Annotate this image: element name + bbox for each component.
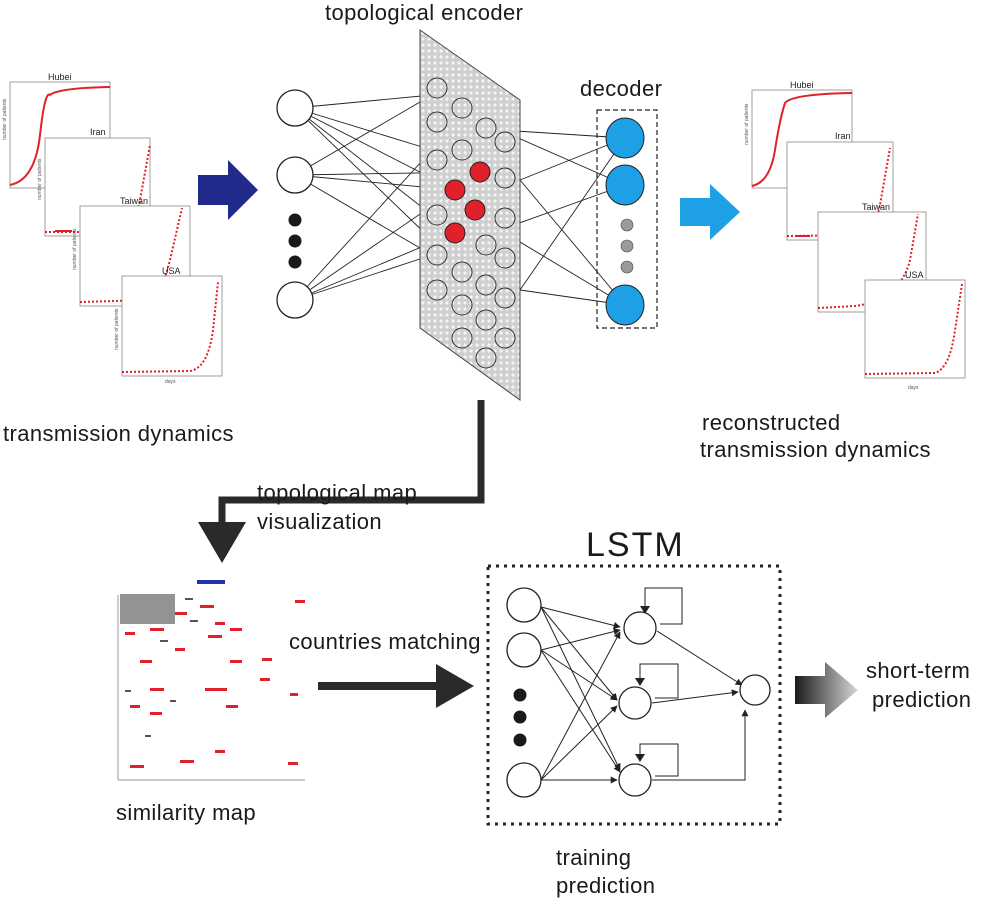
plot-title: Hubei xyxy=(790,80,814,90)
plot-ylabel: number of patients xyxy=(72,228,78,270)
active-neurons xyxy=(444,161,491,244)
similarity-map-plot xyxy=(117,580,305,781)
plot-title: Taiwan xyxy=(862,202,890,212)
down-arrow-icon xyxy=(198,522,246,563)
output-plot-stack: Hubei number of patients Iran Taiwan USA… xyxy=(744,80,966,391)
input-neurons xyxy=(276,89,314,319)
plot-title: USA xyxy=(905,270,924,280)
right-arrow-icon xyxy=(436,664,474,708)
input-caption: transmission dynamics xyxy=(3,421,234,446)
plot-xlabel: days xyxy=(908,385,919,391)
plot-title: USA xyxy=(162,266,181,276)
matching-arrow-shaft xyxy=(318,682,438,690)
loop-arrowheads xyxy=(635,606,650,762)
right-arrow-icon xyxy=(680,184,740,240)
matching-label: countries matching xyxy=(289,629,481,654)
plot-ylabel: number of patients xyxy=(744,103,750,145)
encoder-plane xyxy=(419,29,521,401)
right-arrow-icon xyxy=(198,160,258,220)
lstm-recurrent-loops xyxy=(639,587,683,777)
plot-ylabel: number of patients xyxy=(114,308,120,350)
map-connector-line xyxy=(218,400,485,525)
plot-ylabel: number of patients xyxy=(2,98,8,140)
plot-title: Iran xyxy=(90,127,106,137)
prediction-label: prediction xyxy=(556,873,656,898)
encoder-label: topological encoder xyxy=(325,0,524,25)
lstm-neurons xyxy=(506,587,771,798)
map-label-line2: visualization xyxy=(257,509,383,534)
input-plot-stack: Hubei number of patients Iran number of … xyxy=(2,72,223,385)
output-plot-usa: USA days xyxy=(864,270,966,391)
plot-title: Taiwan xyxy=(120,196,148,206)
plot-ylabel: number of patients xyxy=(37,158,43,200)
plot-title: Hubei xyxy=(48,72,72,82)
short-term-label-line2: prediction xyxy=(872,687,972,712)
lstm-ellipsis-dots xyxy=(513,688,527,747)
plot-xlabel: days xyxy=(165,379,176,385)
lstm-title: LSTM xyxy=(586,526,685,564)
lstm-connections xyxy=(540,606,743,784)
plot-title: Iran xyxy=(835,131,851,141)
output-caption-line2: transmission dynamics xyxy=(700,437,931,462)
input-plot-usa: USA number of patients days xyxy=(114,266,223,385)
decoder-box xyxy=(596,109,658,329)
lstm-box xyxy=(486,564,782,826)
training-label: training xyxy=(556,845,632,870)
map-label-line1: topological map xyxy=(257,480,418,505)
similarity-label: similarity map xyxy=(116,800,257,825)
short-term-label-line1: short-term xyxy=(866,658,971,683)
gradient-arrow-icon xyxy=(795,662,858,718)
output-caption-line1: reconstructed xyxy=(702,410,841,435)
decoder-label: decoder xyxy=(580,76,663,101)
lstm-output-path xyxy=(652,709,749,781)
output-plot-hubei: Hubei number of patients xyxy=(744,80,853,189)
